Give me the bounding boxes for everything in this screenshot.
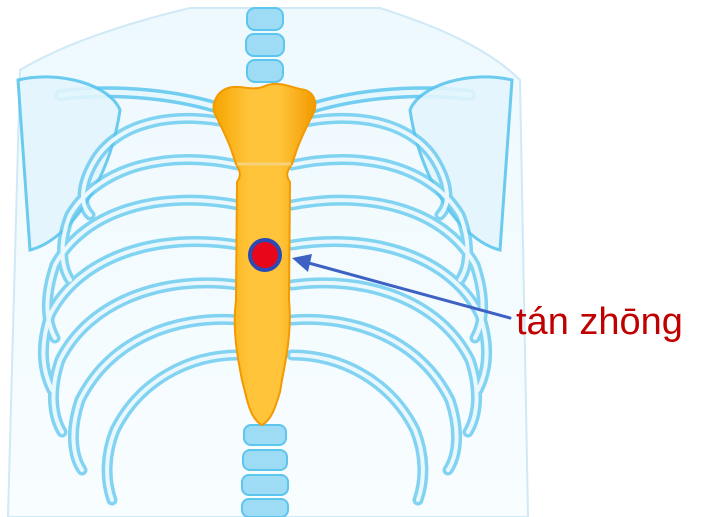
acupoint-label: tán zhōng xyxy=(516,296,683,348)
acupoint-marker xyxy=(250,240,280,270)
neck-vertebrae xyxy=(246,8,284,82)
